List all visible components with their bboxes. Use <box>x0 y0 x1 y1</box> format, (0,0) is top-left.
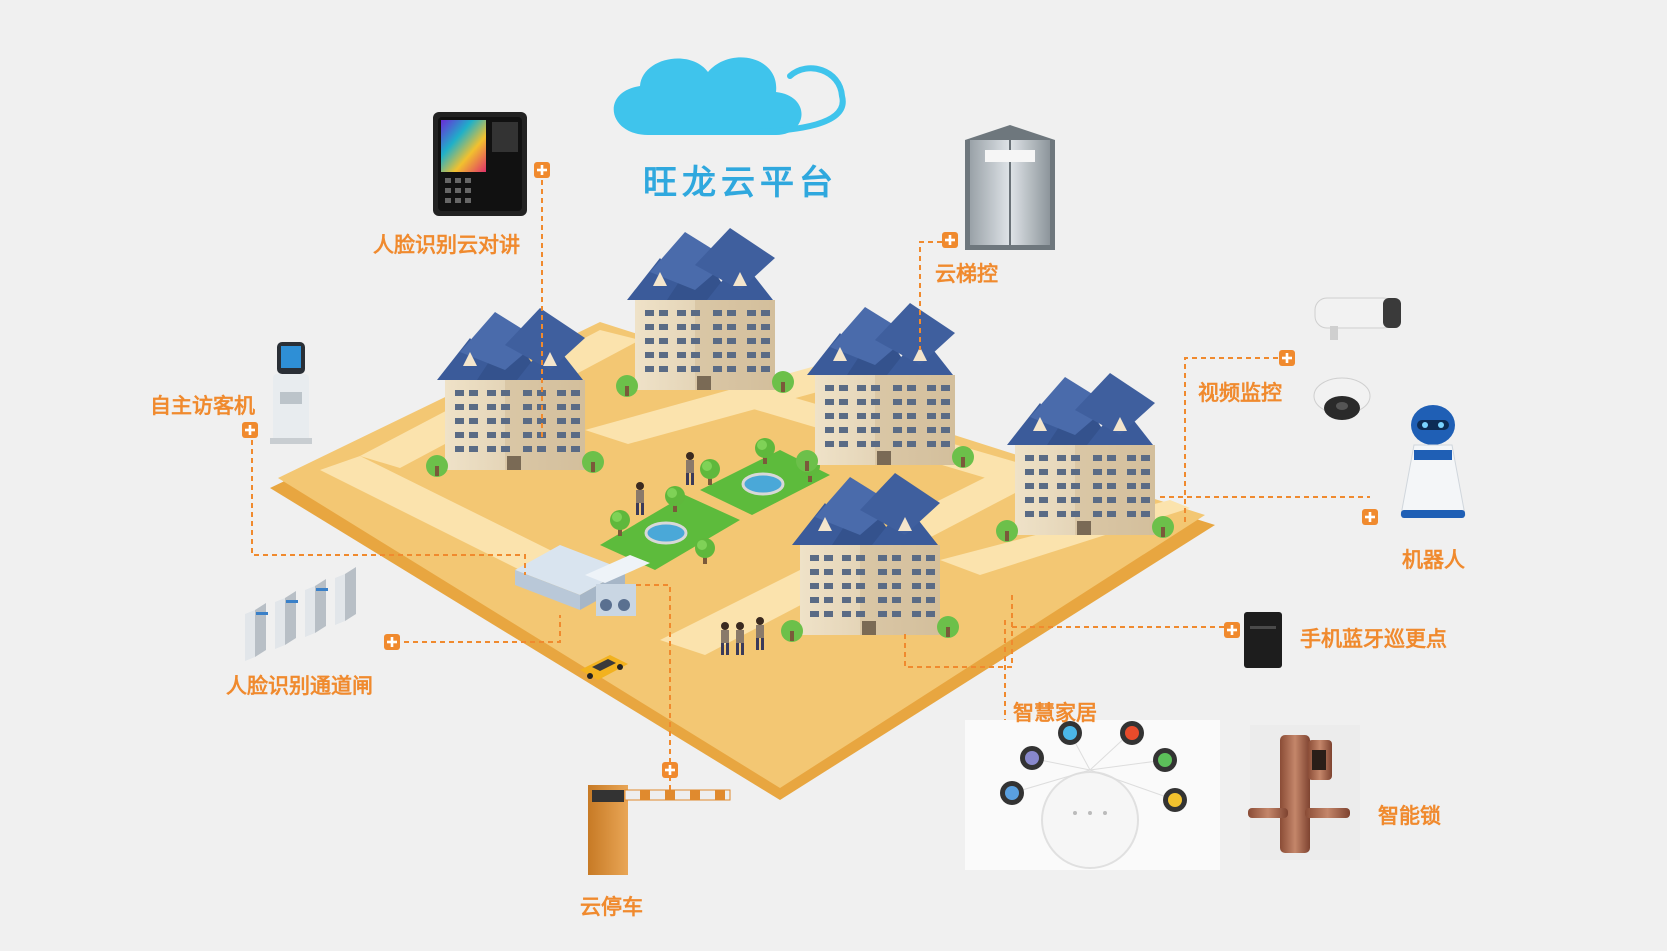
label-face-intercom: 人脸识别云对讲 <box>373 233 520 257</box>
patrol-point-icon <box>1244 612 1282 668</box>
label-self-visitor: 自主访客机 <box>150 394 255 418</box>
intercom-device <box>433 112 527 216</box>
visitor-kiosk <box>270 342 312 444</box>
label-cloud-elevator: 云梯控 <box>935 262 998 286</box>
cloud-icon <box>613 57 846 136</box>
parking-barrier <box>588 785 731 875</box>
camera-icon <box>1314 297 1401 340</box>
taxi-car <box>580 655 628 680</box>
smart-lock-icon <box>1248 725 1360 860</box>
label-smart-home: 智慧家居 <box>1013 701 1097 725</box>
guard-station <box>515 545 650 616</box>
elevator-icon <box>965 125 1055 250</box>
platform-title: 旺龙云平台 <box>643 163 838 203</box>
label-video-monitor: 视频监控 <box>1198 381 1282 405</box>
label-robot: 机器人 <box>1402 548 1465 572</box>
face-gate <box>245 567 356 661</box>
label-face-gate: 人脸识别通道闸 <box>226 674 373 698</box>
robot-icon <box>1400 405 1466 518</box>
label-smart-lock: 智能锁 <box>1378 804 1441 828</box>
label-bluetooth-patrol: 手机蓝牙巡更点 <box>1300 627 1447 651</box>
label-cloud-parking: 云停车 <box>580 895 643 919</box>
connector-lines <box>251 180 1370 790</box>
dome-camera-icon <box>1313 377 1371 420</box>
smart-home-hub <box>965 720 1220 870</box>
